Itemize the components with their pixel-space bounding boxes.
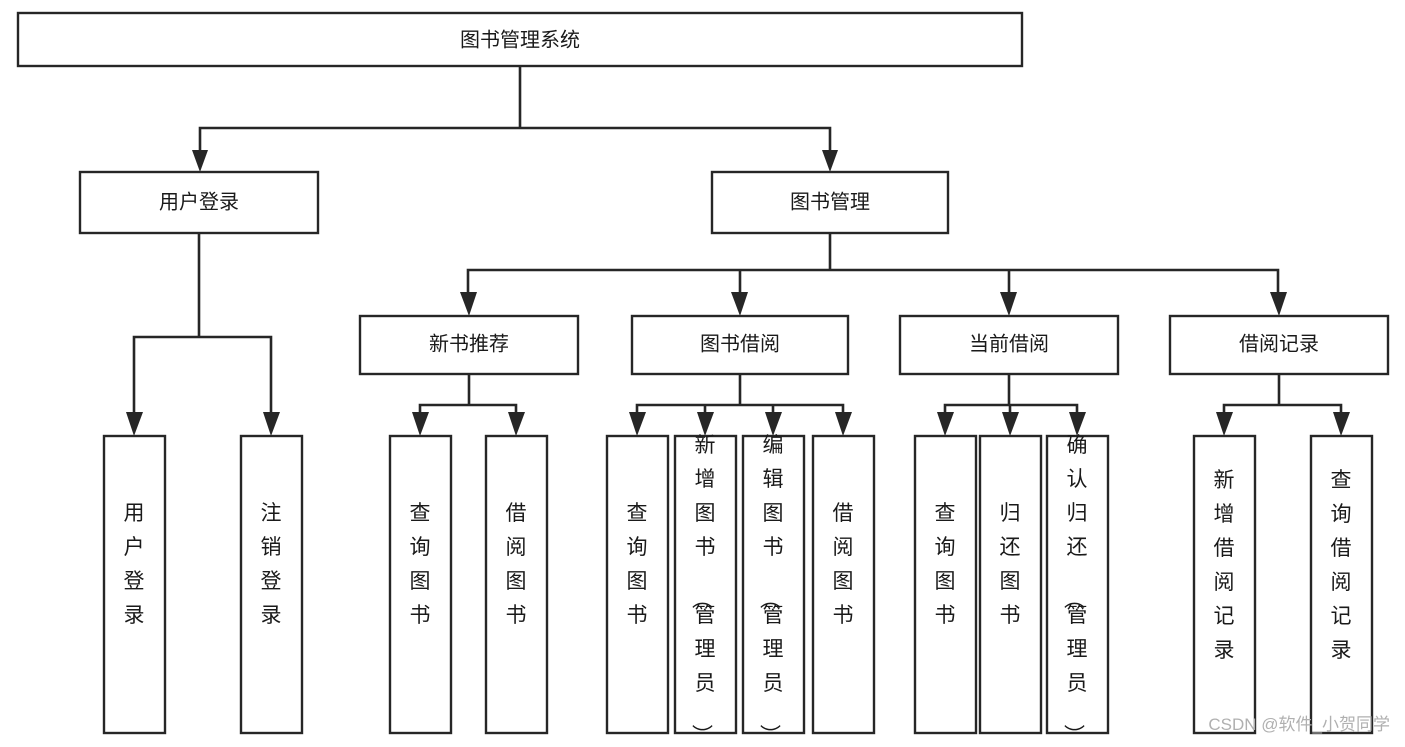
- leaf-query-book-3-box[interactable]: [913, 434, 978, 735]
- leaf-user-login-label: 用户登录: [124, 502, 145, 627]
- node-book-borrow[interactable]: 图书借阅: [630, 314, 850, 376]
- leaf-borrow-book-2-label: 借阅图书: [833, 502, 854, 627]
- connector-bookborrow-to-bus: [635, 372, 845, 416]
- arrow-to-leaf-edit-book: [765, 412, 782, 436]
- arrow-to-user-login: [192, 150, 208, 172]
- leaf-borrow-book-1-label: 借阅图书: [506, 502, 527, 627]
- leaf-query-book-1-box[interactable]: [388, 434, 453, 735]
- node-leaf-query-book-3[interactable]: 查询图书: [913, 434, 978, 735]
- node-leaf-add-book[interactable]: 新增图书（管理员）: [673, 434, 738, 745]
- leaf-user-logout-label: 注销登录: [261, 502, 282, 627]
- connector-bookmanage-to-bus: [466, 231, 1280, 296]
- book-borrow-label: 图书借阅: [700, 332, 780, 355]
- leaf-query-book-3-label: 查询图书: [935, 502, 956, 627]
- node-leaf-borrow-book-1[interactable]: 借阅图书: [484, 434, 549, 735]
- node-leaf-return-book[interactable]: 归还图书: [978, 434, 1043, 735]
- leaf-borrow-book-2-box[interactable]: [811, 434, 876, 735]
- new-book-rec-box[interactable]: [358, 314, 580, 376]
- user-login-label: 用户登录: [159, 190, 239, 213]
- node-leaf-add-record[interactable]: 新增借阅记录: [1192, 434, 1257, 735]
- arrow-to-leaf-query-book-1: [412, 412, 429, 436]
- node-leaf-edit-book[interactable]: 编辑图书（管理员）: [741, 434, 806, 745]
- leaf-add-book-box[interactable]: [673, 434, 738, 735]
- arrow-to-leaf-user-login: [126, 412, 143, 436]
- node-current-borrow[interactable]: 当前借阅: [898, 314, 1120, 376]
- book-manage-label: 图书管理: [790, 190, 870, 213]
- arrow-to-leaf-borrow-book-1: [508, 412, 525, 436]
- node-leaf-confirm-return[interactable]: 确认归还（管理员）: [1045, 434, 1110, 745]
- leaf-confirm-return-box[interactable]: [1045, 434, 1110, 735]
- arrow-to-leaf-return-book: [1002, 412, 1019, 436]
- arrowheads-layer: [126, 150, 1350, 436]
- connector-currentborrow-to-bus: [943, 372, 1079, 416]
- node-leaf-user-logout[interactable]: 注销登录: [239, 434, 304, 735]
- arrow-to-book-borrow: [731, 292, 748, 316]
- leaf-query-book-2-box[interactable]: [605, 434, 670, 735]
- node-book-manage[interactable]: 图书管理: [710, 170, 950, 235]
- borrow-record-label: 借阅记录: [1239, 332, 1319, 355]
- leaf-return-book-label: 归还图书: [1000, 502, 1021, 627]
- connector-newbookrec-to-bus: [418, 372, 518, 416]
- connector-userlogin-to-bus: [132, 231, 273, 416]
- leaf-query-record-label: 查询借阅记录: [1331, 469, 1352, 662]
- node-new-book-rec[interactable]: 新书推荐: [358, 314, 580, 376]
- arrow-to-leaf-query-book-2: [629, 412, 646, 436]
- node-borrow-record[interactable]: 借阅记录: [1168, 314, 1390, 376]
- current-borrow-label: 当前借阅: [969, 332, 1049, 355]
- arrow-to-leaf-query-record: [1333, 412, 1350, 436]
- arrow-to-leaf-add-record: [1216, 412, 1233, 436]
- user-login-box[interactable]: [78, 170, 320, 235]
- connector-root-to-bus: [198, 64, 832, 154]
- book-borrow-box[interactable]: [630, 314, 850, 376]
- leaf-query-record-box[interactable]: [1309, 434, 1374, 735]
- root-label: 图书管理系统: [460, 28, 580, 51]
- leaf-confirm-return-label: 确认归还（管理员）: [1062, 434, 1088, 745]
- csdn-watermark: CSDN @软件_小贺同学: [1208, 715, 1390, 734]
- arrow-to-borrow-record: [1270, 292, 1287, 316]
- node-leaf-query-record[interactable]: 查询借阅记录: [1309, 434, 1374, 735]
- leaf-return-book-box[interactable]: [978, 434, 1043, 735]
- leaf-add-record-label: 新增借阅记录: [1214, 469, 1235, 662]
- arrow-to-leaf-add-book: [697, 412, 714, 436]
- node-leaf-borrow-book-2[interactable]: 借阅图书: [811, 434, 876, 735]
- book-manage-box[interactable]: [710, 170, 950, 235]
- root-box[interactable]: [16, 11, 1024, 68]
- leaf-borrow-book-1-box[interactable]: [484, 434, 549, 735]
- leaf-user-logout-box[interactable]: [239, 434, 304, 735]
- leaf-add-record-box[interactable]: [1192, 434, 1257, 735]
- node-root[interactable]: 图书管理系统: [16, 11, 1024, 68]
- arrow-to-leaf-confirm-return: [1069, 412, 1086, 436]
- node-user-login[interactable]: 用户登录: [78, 170, 320, 235]
- leaf-user-login-box[interactable]: [102, 434, 167, 735]
- borrow-record-box[interactable]: [1168, 314, 1390, 376]
- connector-borrowrecord-to-bus: [1222, 372, 1343, 416]
- arrow-to-leaf-user-logout: [263, 412, 280, 436]
- leaf-edit-book-box[interactable]: [741, 434, 806, 735]
- arrow-to-leaf-query-book-3: [937, 412, 954, 436]
- leaf-edit-book-label: 编辑图书（管理员）: [758, 434, 784, 745]
- node-leaf-query-book-2[interactable]: 查询图书: [605, 434, 670, 735]
- node-leaf-query-book-1[interactable]: 查询图书: [388, 434, 453, 735]
- arrow-to-book-manage: [822, 150, 838, 172]
- node-leaf-user-login[interactable]: 用户登录: [102, 434, 167, 735]
- leaf-add-book-label: 新增图书（管理员）: [690, 434, 716, 745]
- arrow-to-new-book-rec: [460, 292, 477, 316]
- leaf-query-book-2-label: 查询图书: [627, 502, 648, 627]
- leaf-query-book-1-label: 查询图书: [410, 502, 431, 627]
- arrow-to-current-borrow: [1000, 292, 1017, 316]
- arrow-to-leaf-borrow-book-2: [835, 412, 852, 436]
- current-borrow-box[interactable]: [898, 314, 1120, 376]
- connectors-layer: [132, 64, 1343, 416]
- new-book-rec-label: 新书推荐: [429, 332, 509, 355]
